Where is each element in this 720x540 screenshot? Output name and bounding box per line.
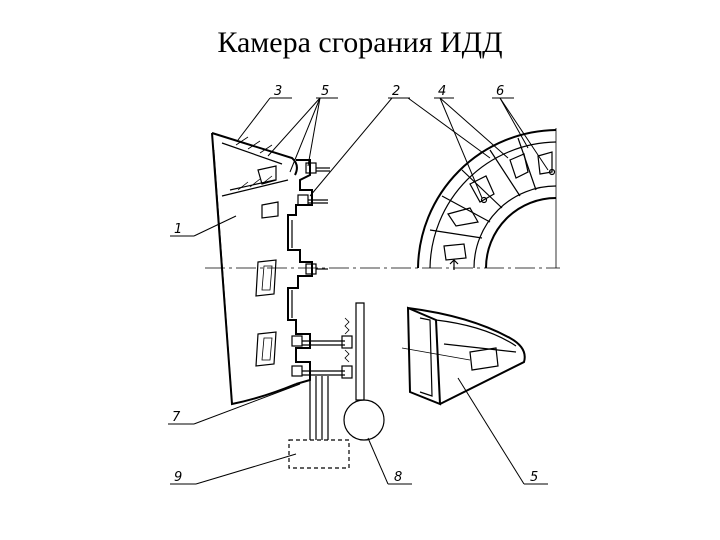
fuel-lines (302, 317, 353, 440)
callout-labels: 3 5 2 4 6 1 7 9 8 5 (172, 84, 538, 485)
nozzle-row (255, 165, 279, 367)
label-5-top: 5 (321, 84, 329, 99)
label-9: 9 (174, 470, 182, 485)
label-6: 6 (496, 84, 504, 99)
slide-title: Камера сгорания ИДД (217, 26, 503, 59)
control-box-9 (288, 439, 350, 469)
label-3: 3 (274, 84, 282, 99)
label-2: 2 (392, 84, 400, 99)
label-5-bottom: 5 (530, 470, 538, 485)
label-1: 1 (174, 222, 182, 237)
label-4: 4 (438, 84, 446, 99)
burner-element-5 (401, 306, 526, 406)
chamber-section (205, 132, 560, 469)
annular-section (417, 128, 557, 270)
valve-8 (343, 399, 385, 441)
label-8: 8 (394, 470, 402, 485)
callout-lines (168, 97, 549, 485)
label-7: 7 (172, 410, 181, 425)
